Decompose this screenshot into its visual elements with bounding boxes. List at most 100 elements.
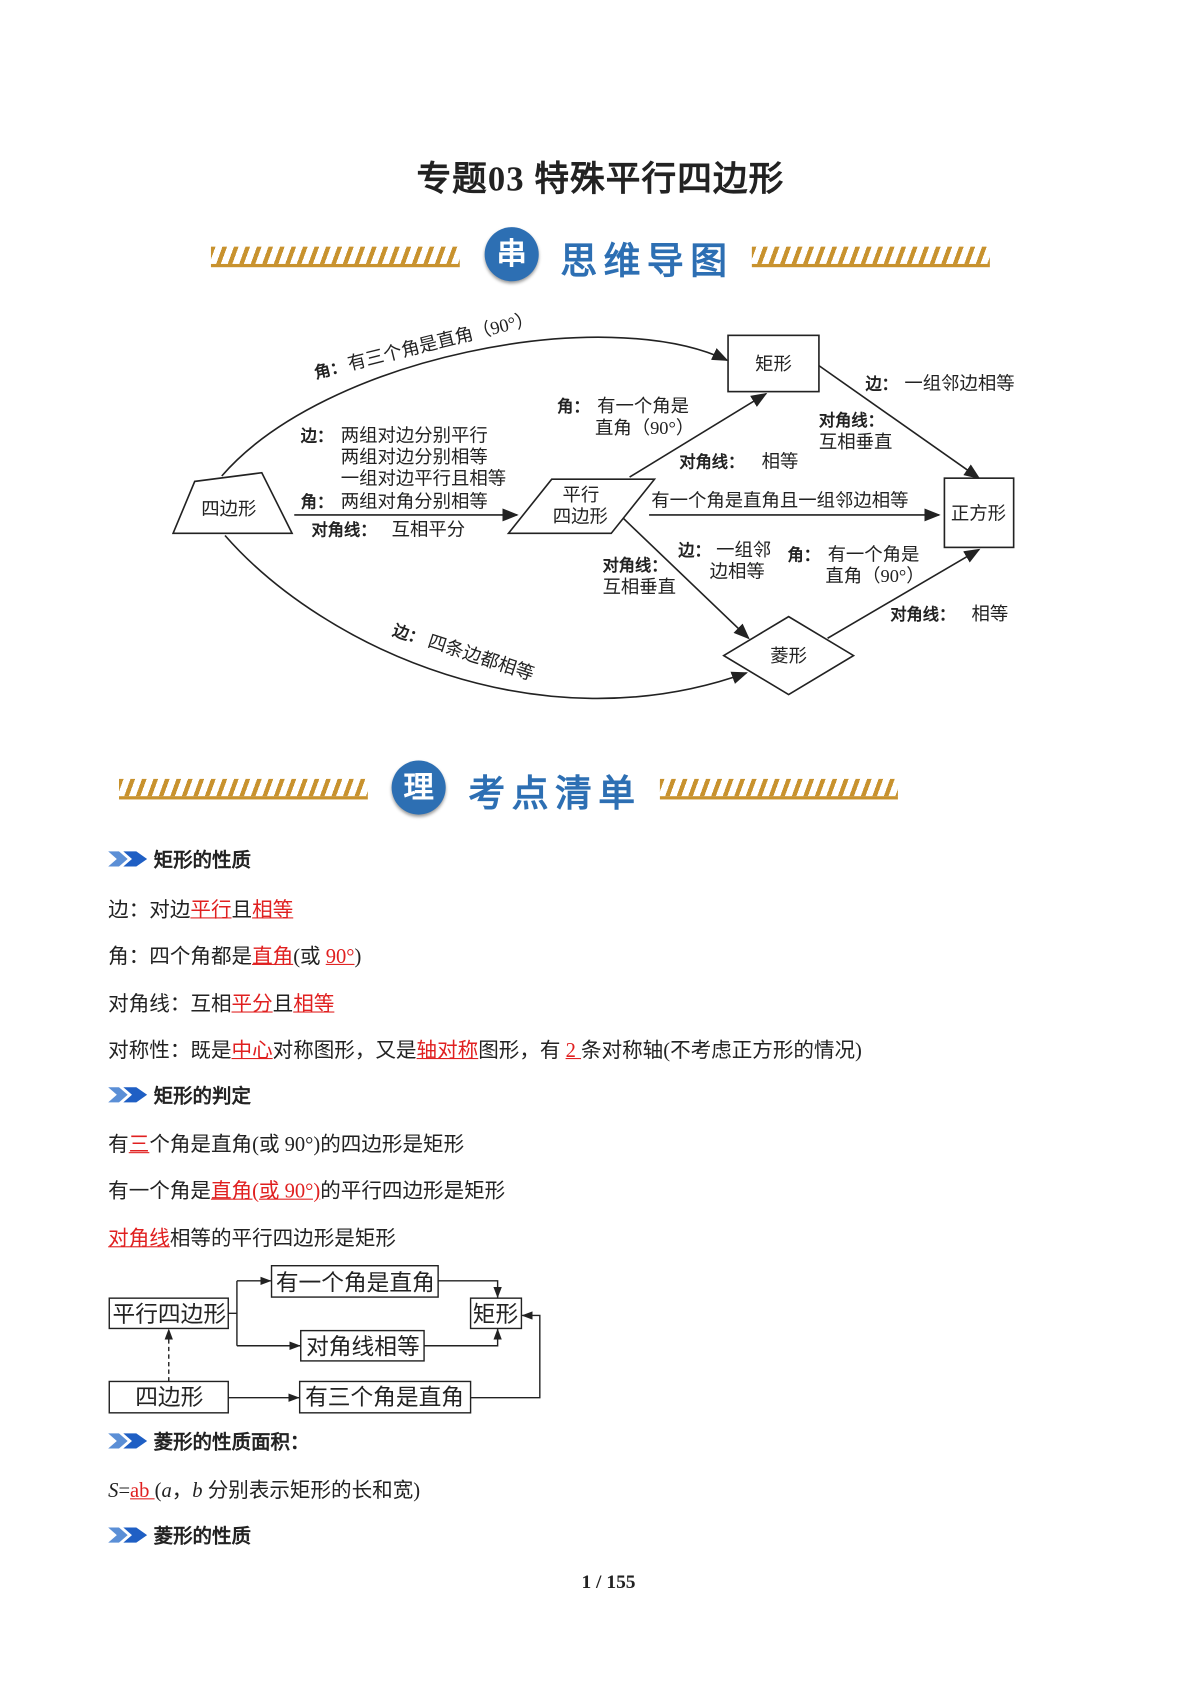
mind-map: 四边形 平行 四边形 矩形 正方形 菱形 角： 有三个角是直角（90°） 边： … <box>171 308 1015 700</box>
text-segment: 个角是直角(或 90°)的四边形是矩形 <box>149 1133 465 1157</box>
text-line: S=ab (a，b 分别表示矩形的长和宽) <box>108 1474 420 1503</box>
decorative-stripes <box>210 246 460 268</box>
answer-highlight: 平行 <box>190 898 232 922</box>
svg-text:边：: 边： <box>389 620 427 648</box>
flow-node-three-right-angles: 有三个角是直角 <box>305 1385 464 1410</box>
arrow <box>224 534 748 700</box>
double-chevron-icon <box>108 1087 148 1103</box>
text-segment: 角：四个角都是 <box>108 945 253 969</box>
banner-label: 思维导图 <box>560 242 734 283</box>
label: 一组对边平行且相等 <box>341 469 506 489</box>
text-line: 有三个角是直角(或 90°)的四边形是矩形 <box>108 1128 464 1157</box>
badge-icon: 理 <box>391 760 446 815</box>
label-key: 对角线： <box>890 605 955 624</box>
label: 一组邻边相等 <box>904 373 1014 393</box>
text-segment: ， <box>171 1479 193 1503</box>
label-key: 边： <box>864 374 897 393</box>
label-bottom-curve: 边： 四条边都相等 <box>389 620 536 684</box>
decorative-stripes <box>751 246 990 268</box>
text-segment: 对角线：互相 <box>108 993 232 1016</box>
text-segment: b <box>192 1479 203 1503</box>
text-line: 对称性：既是中心对称图形，又是轴对称图形，有 2 条对称轴(不考虑正方形的情况) <box>108 1034 862 1063</box>
answer-highlight: 直角(或 90°) <box>210 1180 321 1203</box>
label: 互相垂直 <box>603 577 677 597</box>
text-segment: ) <box>354 945 362 969</box>
label-key: 对角线： <box>679 452 744 471</box>
section-heading: 矩形的性质 <box>108 845 251 873</box>
svg-text:有三个角是直角（90°）: 有三个角是直角（90°） <box>346 308 536 374</box>
double-chevron-icon <box>108 851 148 867</box>
flow-node-one-right-angle: 有一个角是直角 <box>276 1271 435 1296</box>
label-key: 对角线： <box>312 520 377 539</box>
label-key: 角： <box>557 397 589 416</box>
answer-highlight: 中心 <box>231 1039 273 1063</box>
parallelogram-shape <box>506 478 657 535</box>
section-heading-text: 矩形的性质 <box>153 849 251 872</box>
text-segment: = <box>118 1479 131 1503</box>
text-segment: 边：对边 <box>108 898 191 922</box>
node-quadrilateral: 四边形 <box>201 499 256 519</box>
node-square: 正方形 <box>951 503 1006 523</box>
text-segment: 且 <box>231 898 253 922</box>
section-heading-text: 矩形的判定 <box>153 1085 251 1108</box>
label-key: 角： <box>301 492 333 511</box>
text-line: 有一个角是直角(或 90°)的平行四边形是矩形 <box>108 1175 505 1204</box>
label: 边相等 <box>710 562 765 582</box>
svg-text:四条边都相等: 四条边都相等 <box>425 631 536 684</box>
arrow <box>621 516 750 640</box>
text-segment: 图形，有 <box>478 1039 566 1063</box>
text-line: 对角线相等的平行四边形是矩形 <box>108 1222 396 1251</box>
text-segment: 分别表示矩形的长和宽) <box>202 1479 421 1503</box>
label-key: 边： <box>300 426 333 445</box>
text-segment: (或 <box>293 945 326 969</box>
badge-icon: 串 <box>484 227 539 282</box>
text-segment: 的平行四边形是矩形 <box>320 1180 506 1203</box>
label: 两组对边分别相等 <box>341 447 488 467</box>
svg-text:角：: 角： <box>312 356 348 382</box>
text-segment: 条对称轴(不考虑正方形的情况) <box>581 1039 862 1063</box>
label: 直角（90°） <box>825 566 924 586</box>
text-line: 角：四个角都是直角(或 90°) <box>108 940 361 969</box>
flow-node-diagonals-equal: 对角线相等 <box>306 1334 420 1359</box>
arrow <box>629 392 768 478</box>
text-segment: ( <box>154 1479 162 1503</box>
label-key: 对角线： <box>819 411 884 430</box>
text-segment: 有 <box>108 1133 129 1157</box>
label: 有一个角是直角且一组邻边相等 <box>651 490 908 510</box>
banner-label: 考点清单 <box>468 774 642 815</box>
label: 相等 <box>971 604 1008 624</box>
text-segment: 相等的平行四边形是矩形 <box>169 1227 396 1251</box>
node-rectangle: 矩形 <box>755 354 792 374</box>
label: 互相垂直 <box>819 432 893 452</box>
rectangle-shape <box>727 334 820 393</box>
answer-highlight: 90° <box>325 945 355 969</box>
label: 有一个角是 <box>828 544 920 564</box>
double-chevron-icon <box>108 1433 148 1449</box>
label: 两组对边分别平行 <box>341 425 488 445</box>
rhombus-shape <box>722 615 856 696</box>
answer-highlight: 三 <box>128 1133 150 1157</box>
label-key: 边： <box>677 541 710 560</box>
label: 有一个角是 <box>597 396 689 416</box>
text-segment: S <box>108 1479 119 1503</box>
double-chevron-icon <box>108 1527 148 1543</box>
text-segment: a <box>161 1479 172 1503</box>
label: 一组邻 <box>716 540 771 560</box>
section-heading: 菱形的性质面积： <box>108 1427 309 1455</box>
decorative-stripes <box>659 778 898 800</box>
node-parallelogram-1: 平行 <box>563 485 600 505</box>
decorative-stripes <box>118 778 368 800</box>
square-shape <box>943 477 1015 549</box>
section-heading-text: 菱形的性质面积： <box>153 1431 310 1454</box>
answer-highlight: 对角线 <box>108 1227 170 1251</box>
label-key: 角： <box>788 545 820 564</box>
answer-highlight: 直角 <box>252 945 294 969</box>
node-parallelogram-2: 四边形 <box>553 507 608 527</box>
arrow <box>818 364 981 480</box>
node-rhombus: 菱形 <box>770 646 807 666</box>
section-heading: 矩形的判定 <box>108 1081 251 1109</box>
flow-node-parallelogram: 平行四边形 <box>113 1302 227 1327</box>
arrow <box>221 336 729 477</box>
answer-highlight: 2 <box>565 1039 582 1063</box>
